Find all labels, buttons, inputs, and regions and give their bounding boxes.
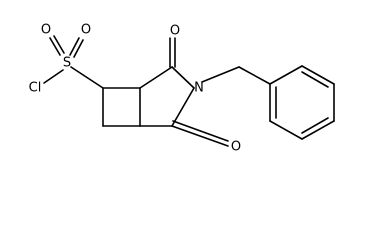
bond-nitrogen-to-benzyl-ch2 xyxy=(201,66,240,83)
bond-carbonyl-bottom-double-a xyxy=(171,125,229,147)
bond-carbonyl-bottom-double-b xyxy=(172,120,229,142)
bond-nitrogen-to-carbonyl-carbon-bottom xyxy=(171,87,195,127)
bond-sulfur-to-chlorine xyxy=(43,69,64,84)
atom-label-carbonyl-oxygen-top: O xyxy=(170,24,180,39)
bond-phenyl-1-2 xyxy=(269,65,303,85)
atom-label-carbonyl-oxygen-bottom: O xyxy=(231,140,241,155)
chemical-structure: Cl S O O O N O xyxy=(29,23,335,155)
atom-label-sulfonyl-oxygen-right: O xyxy=(81,23,91,38)
bond-phenyl-5-6 xyxy=(269,120,303,140)
bond-carbonyl-carbon-top-to-nitrogen xyxy=(171,66,195,89)
atom-label-imide-nitrogen: N xyxy=(194,81,204,96)
bond-phenyl-4-5 xyxy=(301,120,335,140)
bond-phenyl-inner-4-5 xyxy=(301,117,329,134)
bond-phenyl-2-3 xyxy=(301,65,335,85)
bond-junction-top-to-carbonyl-carbon-top xyxy=(139,66,173,89)
atom-label-sulfur: S xyxy=(63,56,71,71)
bond-sulfur-oxygen-left-a xyxy=(49,37,61,56)
bond-sulfur-oxygen-right-b xyxy=(73,39,84,58)
bond-sulfur-oxygen-right-a xyxy=(69,37,80,56)
bond-phenyl-inner-2-3 xyxy=(301,71,329,88)
atom-label-sulfonyl-oxygen-left: O xyxy=(41,23,51,38)
bond-c-to-sulfur xyxy=(70,66,104,89)
bond-sulfur-oxygen-left-b xyxy=(53,35,65,54)
atom-label-chlorine: Cl xyxy=(29,81,42,96)
bond-benzyl-ch2-to-phenyl xyxy=(238,66,271,85)
